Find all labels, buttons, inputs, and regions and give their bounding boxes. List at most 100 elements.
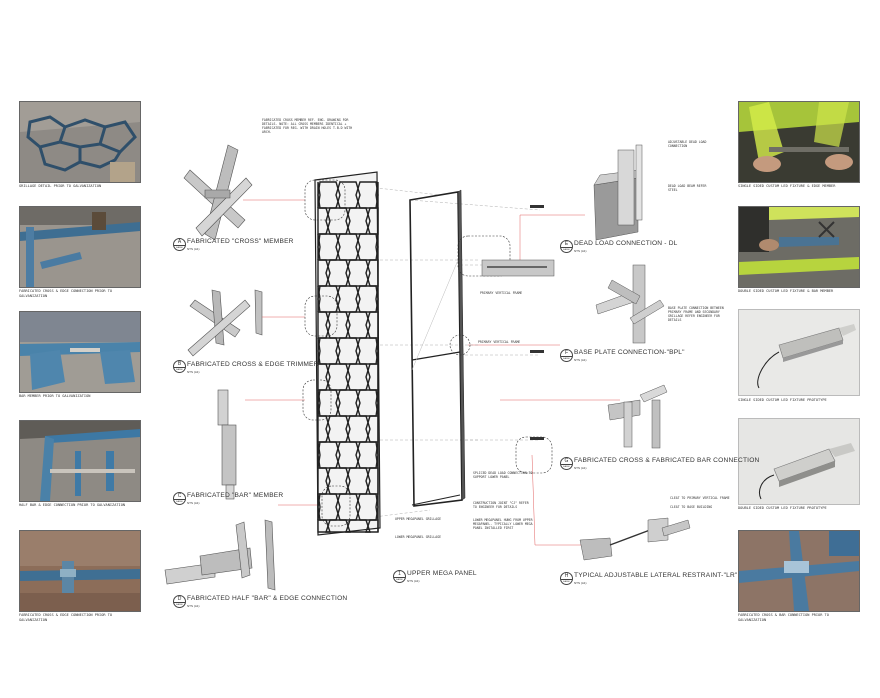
- grillage-hex-cell: [355, 441, 379, 469]
- grillage-hex-cell: [335, 285, 361, 313]
- grillage-hex-cell: [345, 467, 371, 495]
- detail-title: FABRICATED "BAR" MEMBER: [187, 492, 284, 499]
- note-cleat-base: CLEAT TO BASE BUILDING: [670, 505, 713, 509]
- lateral-restraint-art: [579, 517, 691, 561]
- grillage-hex-cell: [365, 467, 379, 495]
- note-cleat-primary: CLEAT TO PRIMARY VERTICAL FRAME: [670, 496, 730, 500]
- note-spliced-dead-load: SPLICED DEAD LOAD CONNECTION TO SUPPORT …: [473, 471, 533, 479]
- grillage-hex-cell: [317, 389, 341, 417]
- grillage-hex-cell: [345, 207, 371, 235]
- grillage-hex-cell: [335, 389, 361, 417]
- grillage-hex-cell: [335, 181, 361, 209]
- grillage-hex-cell: [375, 441, 379, 469]
- detail-title: FABRICATED CROSS & FABRICATED BAR CONNEC…: [574, 457, 760, 464]
- photo-bar-member: [19, 311, 141, 393]
- led-single-photo-art: [739, 310, 859, 395]
- grillage-hex-cell: [317, 181, 321, 209]
- grillage-hex-cell: [317, 311, 331, 339]
- grillage-hex-cell: [317, 337, 341, 365]
- cross-edge-trimmer-b-art: [187, 289, 263, 357]
- cross-edge-photo-art: [20, 207, 140, 287]
- led-bar-photo-art: [739, 207, 859, 287]
- detail-scale: NTS (A1): [187, 247, 200, 251]
- grillage-hex-cell: [355, 233, 379, 261]
- detail-scale: NTS (A1): [187, 370, 200, 374]
- detail-scale: NTS (A1): [574, 581, 587, 585]
- led-edge-photo-art: [739, 102, 859, 182]
- detail-scale: NTS (A1): [187, 604, 200, 608]
- grillage-hex-cell: [375, 337, 379, 365]
- photo-caption: FABRICATED CROSS & BAR CONNECTION PRIOR …: [738, 613, 829, 622]
- photo-led-edge-member: [738, 101, 860, 183]
- detail-scale: NTS (A1): [574, 358, 587, 362]
- grillage-hex-cell: [317, 415, 331, 443]
- grillage-hex-cell: [325, 363, 351, 391]
- note-primary-vertical-frame-2: PRIMARY VERTICAL FRAME: [478, 340, 521, 344]
- photo-cross-edge-connection: [19, 206, 141, 288]
- detail-title: FABRICATED HALF "BAR" & EDGE CONNECTION: [187, 595, 348, 602]
- grillage-hex-cell: [365, 415, 379, 443]
- grillage-hex-cell: [345, 259, 371, 287]
- grillage-hex-cell: [317, 493, 321, 521]
- cross-bar-connection-art: [607, 384, 668, 449]
- detail-title: DEAD LOAD CONNECTION - DL: [574, 240, 678, 247]
- note-lower-grillage: LOWER MEGAPANEL GRILLAGE: [395, 535, 442, 539]
- grillage-hex-cell: [355, 181, 379, 209]
- grillage-hex-cell: [325, 311, 351, 339]
- grillage-hex-cell: [317, 441, 321, 469]
- cross-member-a-art: [183, 144, 253, 241]
- grillage-hex-cell: [355, 493, 379, 521]
- grillage-hex-cell: [325, 207, 351, 235]
- detail-title: BASE PLATE CONNECTION-"BPL": [574, 349, 685, 356]
- grillage-hex-cell: [317, 519, 331, 533]
- grillage-hex-cell: [335, 441, 361, 469]
- cross-edge-2-photo-art: [20, 531, 140, 611]
- grillage-hex-cell: [365, 207, 379, 235]
- photo-led-bar-member: [738, 206, 860, 288]
- grillage-hex-cell: [375, 181, 379, 209]
- led-double-photo-art: [739, 419, 859, 504]
- grillage-hex-cell: [317, 441, 341, 469]
- grillage-hex-cell: [365, 311, 379, 339]
- half-bar-d-art: [164, 519, 276, 591]
- grillage-hex-cell: [375, 233, 379, 261]
- primary-vertical-frame-art: [409, 189, 466, 507]
- grillage-hex-cell: [335, 493, 361, 521]
- grillage-hex-cell: [325, 467, 351, 495]
- photo-grillage-detail: [19, 101, 141, 183]
- grillage-hex-cell: [355, 285, 379, 313]
- detail-scale: NTS (A1): [187, 501, 200, 505]
- grillage-hex-cell: [317, 259, 331, 287]
- grillage-hex-cell: [375, 493, 379, 521]
- photo-caption: FABRICATED CROSS & EDGE CONNECTION PRIOR…: [19, 613, 113, 622]
- grillage-hex-cell: [317, 363, 331, 391]
- photo-caption: BAR MEMBER PRIOR TO GALVANIZATION: [19, 394, 91, 398]
- base-plate-art: [595, 264, 665, 344]
- grillage-hex-cell: [317, 207, 331, 235]
- detail-title: FABRICATED CROSS & EDGE TRIMMER: [187, 361, 319, 368]
- grillage-hex-cell: [335, 337, 361, 365]
- bar-member-photo-art: [20, 312, 140, 392]
- grillage-hex-cell: [317, 493, 341, 521]
- photo-caption: SINGLE SIDED CUSTOM LED FIXTURE & EDGE M…: [738, 184, 836, 188]
- photo-led-prototype-double: [738, 418, 860, 505]
- note-primary-vertical-frame: PRIMARY VERTICAL FRAME: [480, 291, 523, 295]
- grillage-hex-cell: [335, 233, 361, 261]
- grillage-hex-cell: [325, 519, 351, 533]
- grillage-hex-cell: [325, 415, 351, 443]
- grillage-hex-cell: [317, 285, 321, 313]
- detail-scale: NTS (A1): [574, 249, 587, 253]
- upper-megapanel-grillage-art: [314, 171, 381, 536]
- photo-caption: SINGLE SIDED CUSTOM LED FIXTURE PROTOTYP…: [738, 398, 827, 402]
- grillage-photo-art: [20, 102, 140, 182]
- photo-caption: DOUBLE SIDED CUSTOM LED FIXTURE PROTOTYP…: [738, 506, 827, 510]
- grillage-hex-cell: [365, 519, 379, 533]
- detail-title: UPPER MEGA PANEL: [407, 570, 477, 577]
